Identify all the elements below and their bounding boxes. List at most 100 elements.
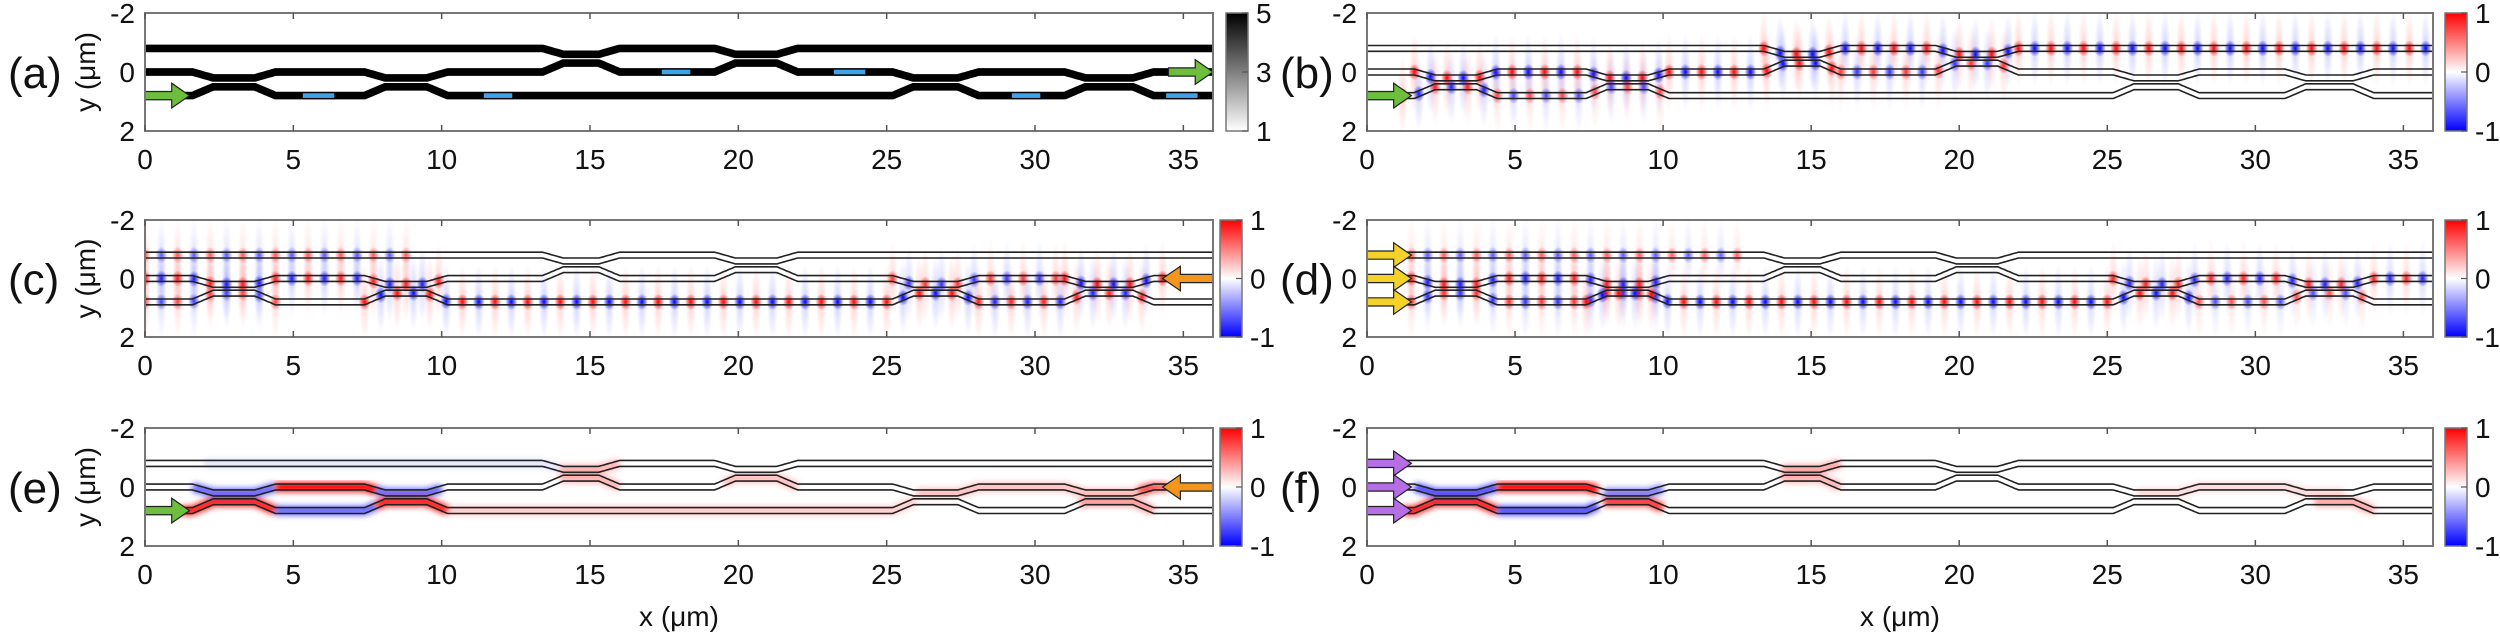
x-tick-label: 0: [137, 350, 153, 381]
field-lobe: [1889, 293, 1902, 311]
colorbar-tick-label: -1: [2475, 531, 2500, 562]
field-lobe: [2289, 40, 2302, 57]
y-tick-label: 2: [119, 116, 135, 147]
field-lobe: [2019, 293, 2032, 311]
x-tick-label: 35: [2388, 559, 2419, 590]
waveguide-outline-bot: [145, 289, 1213, 306]
field-lobe: [269, 246, 282, 264]
field-lobe: [2191, 40, 2204, 57]
y-tick-label: -2: [110, 0, 135, 29]
field-lobe: [668, 293, 681, 311]
field-lobe: [1645, 286, 1658, 303]
field-lobe: [1119, 284, 1132, 302]
field-lobe: [1790, 46, 1803, 63]
x-tick-label: 25: [871, 559, 902, 590]
y-tick-label: 0: [1341, 472, 1357, 503]
field-lobe: [1033, 270, 1046, 287]
field-trace-bot: [2314, 497, 2376, 515]
field-lobe: [2356, 288, 2368, 306]
field-lobe: [2052, 293, 2065, 311]
field-lobe: [1932, 62, 1945, 79]
field-segment: [191, 482, 277, 498]
field-lobe: [1954, 293, 1967, 311]
field-lobe: [2224, 40, 2237, 57]
field-segment: [2314, 497, 2376, 515]
field-lobe: [1710, 293, 1723, 311]
x-tick-label: 20: [1944, 350, 1975, 381]
field-lobe: [1629, 284, 1641, 302]
field-lobe: [2036, 293, 2049, 311]
colorbar: 10-1: [2444, 205, 2500, 353]
field-lobe: [2307, 284, 2319, 302]
field-trace-mid: [558, 473, 622, 492]
x-tick-label: 25: [2092, 144, 2123, 175]
x-tick-label: 35: [1168, 144, 1199, 175]
field-lobe: [2068, 293, 2081, 311]
x-tick-label: 25: [871, 144, 902, 175]
field-lobe: [2242, 293, 2254, 311]
field-lobe: [1441, 69, 1453, 87]
field-lobe: [2139, 276, 2152, 293]
x-tick-label: 25: [2092, 559, 2123, 590]
field-lobe: [1663, 63, 1675, 81]
field-lobe: [1523, 87, 1536, 104]
field-segment: [1780, 458, 1843, 475]
axes-frame: [1366, 12, 2434, 132]
field-lobe: [984, 270, 997, 287]
x-tick-label: 5: [1507, 559, 1523, 590]
field-lobe: [1049, 270, 1062, 287]
y-tick-label: 0: [1341, 264, 1357, 295]
input-arrow-right: [1367, 82, 1413, 110]
field-trace-bot: [1402, 497, 1500, 516]
field-trace-bot: [1497, 501, 1600, 516]
field-lobe: [1883, 63, 1896, 81]
field-lobe: [570, 293, 583, 311]
field-lobe: [472, 293, 485, 311]
field-lobe: [351, 246, 364, 264]
axes-frame: [144, 219, 1214, 338]
x-tick-label: 20: [1944, 559, 1975, 590]
field-lobe: [1552, 293, 1564, 311]
field-lobe: [2045, 40, 2057, 57]
field-lobe: [1682, 246, 1695, 264]
colorbar-tick-label: -1: [2475, 322, 2500, 353]
y-axis-label: y (μm): [70, 447, 101, 527]
field-segment: [559, 458, 621, 475]
field-lobe: [2207, 40, 2220, 57]
field-lobe: [1491, 87, 1504, 104]
input-arrow-left: [1161, 473, 1213, 501]
field-lobe: [1612, 284, 1625, 302]
field-segment: [447, 497, 917, 516]
colorbar-tick-label: 1: [2475, 205, 2491, 236]
field-segment: [1077, 497, 1156, 515]
x-axis-label-left: x (μm): [639, 601, 719, 632]
field-lobe: [155, 246, 168, 264]
field-segment: [204, 458, 562, 473]
colorbar-tick-label: 0: [1250, 472, 1266, 503]
waveguide-outline-top: [1367, 459, 2433, 474]
field-lobe: [2003, 293, 2016, 311]
x-tick-label: 35: [2388, 350, 2419, 381]
field-lobe: [145, 246, 151, 264]
field-lobe: [2156, 276, 2168, 293]
field-lobe: [145, 293, 151, 311]
y-tick-label: 0: [119, 472, 135, 503]
field-lobe: [635, 293, 648, 311]
plot-area: [1367, 428, 2433, 546]
field-lobe: [220, 246, 233, 264]
field-lobe: [2107, 270, 2120, 287]
phase-shifter: [660, 68, 692, 76]
field-trace-mid: [1602, 484, 1665, 498]
field-lobe: [1728, 63, 1741, 81]
field-trace-bot: [275, 501, 379, 516]
x-tick-label: 0: [1359, 144, 1375, 175]
y-tick-label: 2: [1341, 116, 1357, 147]
x-axis-label-right: x (μm): [1860, 601, 1940, 632]
field-lobe: [929, 284, 942, 302]
field-lobe: [1666, 246, 1678, 264]
field-lobe: [432, 272, 445, 290]
field-trace-top: [204, 458, 562, 473]
waveguide-outline-mid: [1367, 59, 2433, 82]
